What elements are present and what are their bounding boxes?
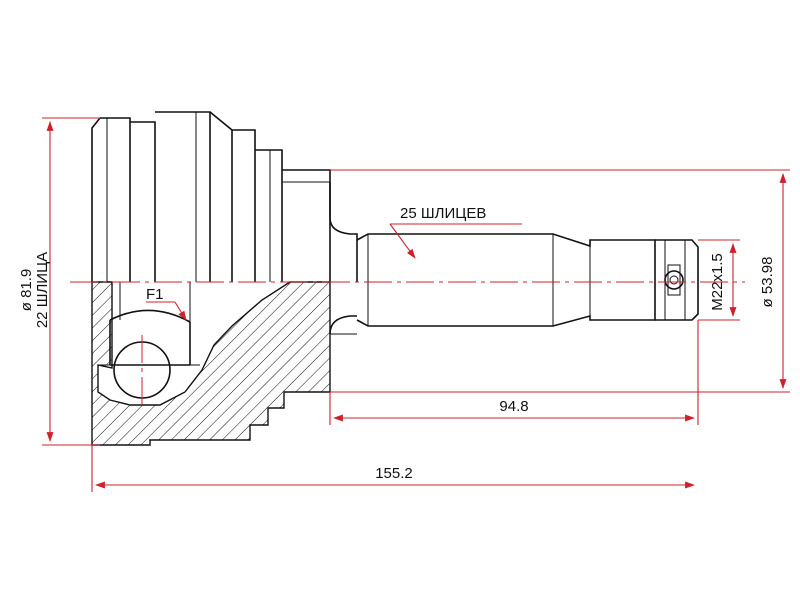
joint-housing: [91, 111, 358, 282]
leader-shaft-splines: [389, 223, 522, 259]
shaft-diameter-label: ø 53.98: [759, 257, 776, 308]
spline-count-outer: 22 ШЛИЦА: [34, 252, 51, 328]
shaft-length-label: 94.8: [499, 398, 528, 415]
dimension-thread: [698, 239, 740, 321]
thread-label: M22x1.5: [709, 253, 726, 311]
leader-f1: [146, 301, 187, 321]
dimension-outer-diameter: [42, 117, 100, 446]
housing-section: [91, 281, 357, 446]
outer-diameter-label: ø 81.9: [18, 269, 35, 312]
dimension-shaft-diameter: [330, 169, 790, 393]
total-length-label: 155.2: [375, 465, 413, 482]
cotter-pin-hole: [664, 270, 684, 290]
output-shaft: [356, 233, 699, 327]
shaft-spline-count: 25 ШЛИЦЕВ: [400, 205, 486, 222]
reference-f1: F1: [146, 286, 164, 303]
dimension-total-length: [91, 445, 695, 492]
inner-race: [100, 282, 200, 366]
dimension-shaft-length: [329, 320, 699, 425]
